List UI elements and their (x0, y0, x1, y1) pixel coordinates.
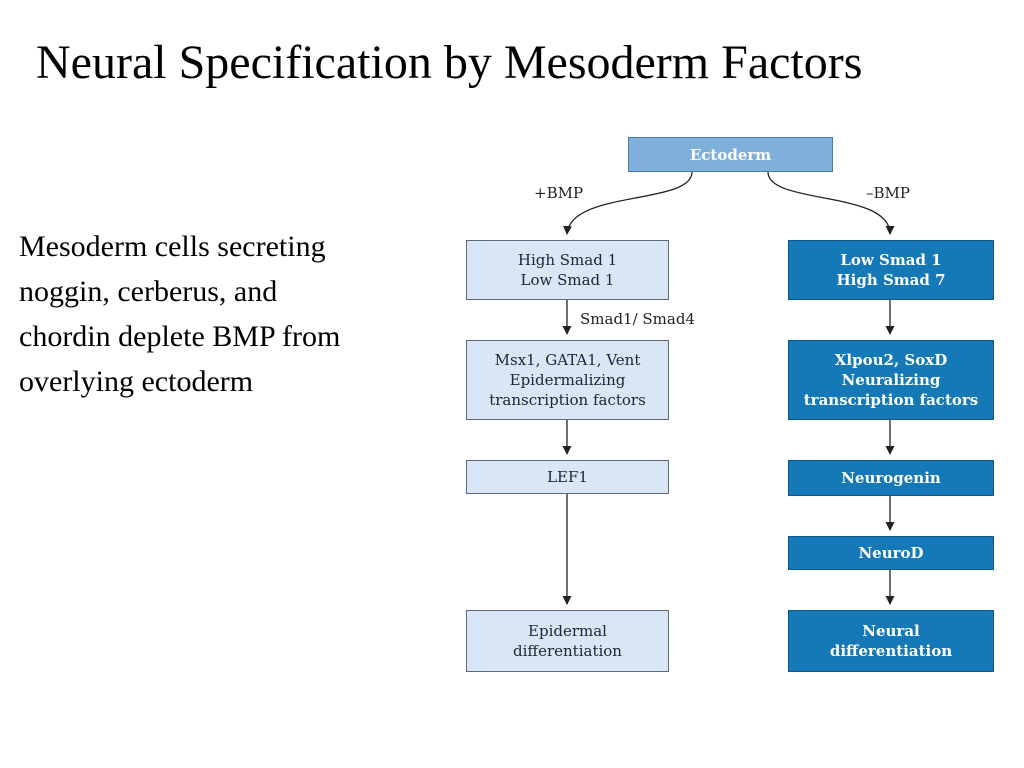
label-smad1-smad4: Smad1/ Smad4 (580, 310, 695, 328)
node-label: Epidermal (528, 622, 607, 640)
label-plus-bmp: +BMP (534, 184, 584, 202)
node-label: Low Smad 1 (840, 251, 942, 269)
arrow-ectoderm-to-right (767, 171, 895, 235)
label-minus-bmp: –BMP (866, 184, 910, 202)
node-label: differentiation (513, 642, 622, 660)
node-epidermalizing-factors: Msx1, GATA1, Vent Epidermalizing transcr… (466, 340, 669, 420)
node-label: Neuralizing (841, 371, 941, 389)
node-neuralizing-factors: Xlpou2, SoxD Neuralizing transcription f… (788, 340, 994, 420)
node-neurod: NeuroD (788, 536, 994, 570)
node-label: Neurogenin (841, 469, 941, 487)
arrow-ectoderm-to-left (563, 171, 693, 235)
node-label: transcription factors (803, 391, 979, 409)
node-label: High Smad 7 (836, 271, 946, 289)
node-label: High Smad 1 (517, 251, 618, 269)
body-line: noggin, cerberus, and (19, 275, 278, 308)
node-label: Neural (862, 622, 920, 640)
node-neurogenin: Neurogenin (788, 460, 994, 496)
node-neural-differentiation: Neural differentiation (788, 610, 994, 672)
node-label: transcription factors (489, 391, 646, 409)
node-label: differentiation (829, 642, 953, 660)
node-epidermal-differentiation: Epidermal differentiation (466, 610, 669, 672)
node-ectoderm: Ectoderm (628, 137, 833, 172)
node-label: LEF1 (547, 468, 588, 486)
body-line: overlying ectoderm (19, 365, 254, 398)
node-high-smad1-low-smad1: High Smad 1 Low Smad 1 (466, 240, 669, 300)
body-line: Mesoderm cells secreting (19, 230, 326, 263)
node-label: Low Smad 1 (520, 271, 615, 289)
slide-body-text: Mesoderm cells secreting noggin, cerberu… (19, 224, 459, 404)
node-label: Epidermalizing (509, 371, 626, 389)
node-lef1: LEF1 (466, 460, 669, 494)
node-label: Ectoderm (689, 145, 772, 164)
node-label: Xlpou2, SoxD (834, 351, 948, 369)
node-low-smad1-high-smad7: Low Smad 1 High Smad 7 (788, 240, 994, 300)
slide-title: Neural Specification by Mesoderm Factors (36, 36, 863, 89)
node-label: Msx1, GATA1, Vent (494, 351, 641, 369)
node-label: NeuroD (858, 544, 924, 562)
body-line: chordin deplete BMP from (19, 320, 341, 353)
